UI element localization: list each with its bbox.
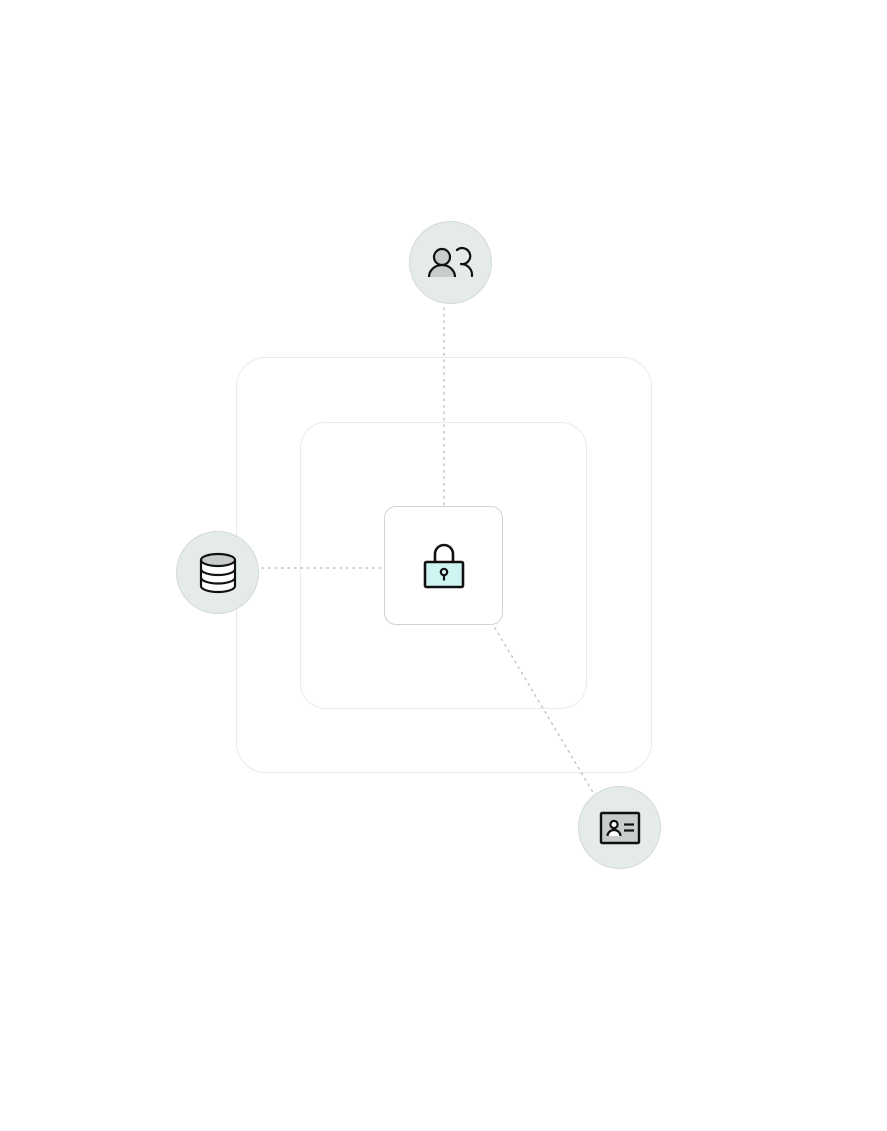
id-card-node: [578, 786, 661, 869]
database-icon: [197, 551, 239, 595]
users-icon: [427, 246, 475, 280]
connector-lock-to-idcard: [494, 627, 595, 795]
id-card-icon: [599, 811, 641, 845]
database-node: [176, 531, 259, 614]
lock-card: [384, 506, 503, 625]
inner-frame: [300, 422, 587, 709]
users-node: [409, 221, 492, 304]
lock-icon: [422, 541, 466, 591]
